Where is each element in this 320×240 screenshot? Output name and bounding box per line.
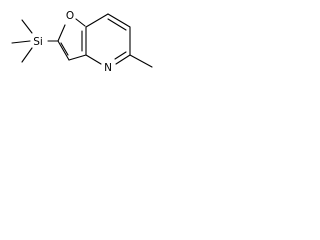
bond-me2-si	[11, 40, 31, 44]
nitrogen-atom-label: N	[104, 62, 112, 74]
bond-c5-n4	[115, 54, 131, 65]
bond-n4-c3a	[85, 54, 102, 65]
bond-c7a-c7	[85, 13, 109, 28]
bond-c5-n4-inner	[114, 51, 127, 60]
bonds	[11, 13, 153, 68]
bond-c3-c2-inner	[60, 42, 69, 56]
bond-c3-c2	[57, 40, 70, 61]
bond-c7-c6-inner	[107, 18, 127, 31]
bond-me1-si	[21, 19, 33, 34]
bond-c7-c6	[107, 13, 131, 28]
silicon-atom-label: Si	[33, 36, 43, 48]
oxygen-atom-label: O	[66, 10, 74, 22]
bond-me3-si	[21, 47, 33, 63]
atom-labels: Si O N	[33, 10, 112, 74]
bond-c5-methyl	[129, 54, 153, 68]
molecule-structure: Si O N	[11, 10, 153, 74]
bond-c3a-c3	[68, 54, 87, 61]
bond-o1-c7a	[75, 18, 86, 27]
bond-c2-o1	[57, 24, 66, 42]
